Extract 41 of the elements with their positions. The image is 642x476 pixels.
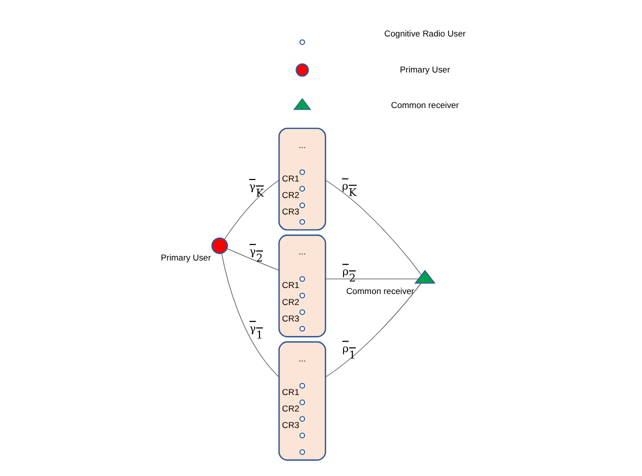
- node-circle: [298, 292, 305, 298]
- node-circle: [298, 308, 305, 314]
- node-circle: [298, 276, 305, 282]
- node-label: CR2: [282, 296, 299, 306]
- node-circle: [298, 202, 305, 208]
- connector: [220, 252, 279, 377]
- connector: [223, 179, 279, 240]
- node-circle: [298, 416, 305, 422]
- node-label: Common receiver: [346, 286, 414, 296]
- node-label: CR2: [282, 189, 299, 200]
- node-circle: [210, 237, 228, 254]
- cluster: [278, 340, 326, 460]
- cluster: [278, 234, 326, 337]
- node-circle: [298, 448, 305, 454]
- legend-label: Common receiver: [390, 100, 458, 110]
- node-label: CR1: [282, 280, 299, 290]
- node-label: Primary User: [160, 252, 210, 262]
- label: ...: [298, 139, 306, 150]
- legend-label: Primary User: [399, 64, 450, 74]
- legend-label: Cognitive Radio User: [384, 28, 466, 38]
- connector: [324, 282, 422, 377]
- node-circle: [298, 382, 305, 388]
- node-label: CR1: [282, 386, 299, 396]
- connector: [226, 248, 279, 270]
- label: ...: [298, 246, 306, 256]
- node-label: CR1: [282, 172, 299, 183]
- node-circle: [298, 432, 305, 438]
- node-circle: [298, 168, 305, 174]
- node-label: CR3: [282, 420, 299, 430]
- cluster: [278, 127, 326, 230]
- node-triangle: [414, 269, 436, 284]
- label: ...: [298, 352, 306, 363]
- node-label: CR2: [282, 403, 299, 414]
- node-circle: [298, 399, 305, 405]
- node-circle: [298, 185, 305, 192]
- node-label: CR3: [282, 312, 299, 323]
- node-label: CR3: [282, 206, 299, 216]
- connector: [324, 179, 422, 275]
- node-circle: [298, 325, 305, 332]
- node-circle: [298, 218, 305, 224]
- connector: [324, 278, 418, 279]
